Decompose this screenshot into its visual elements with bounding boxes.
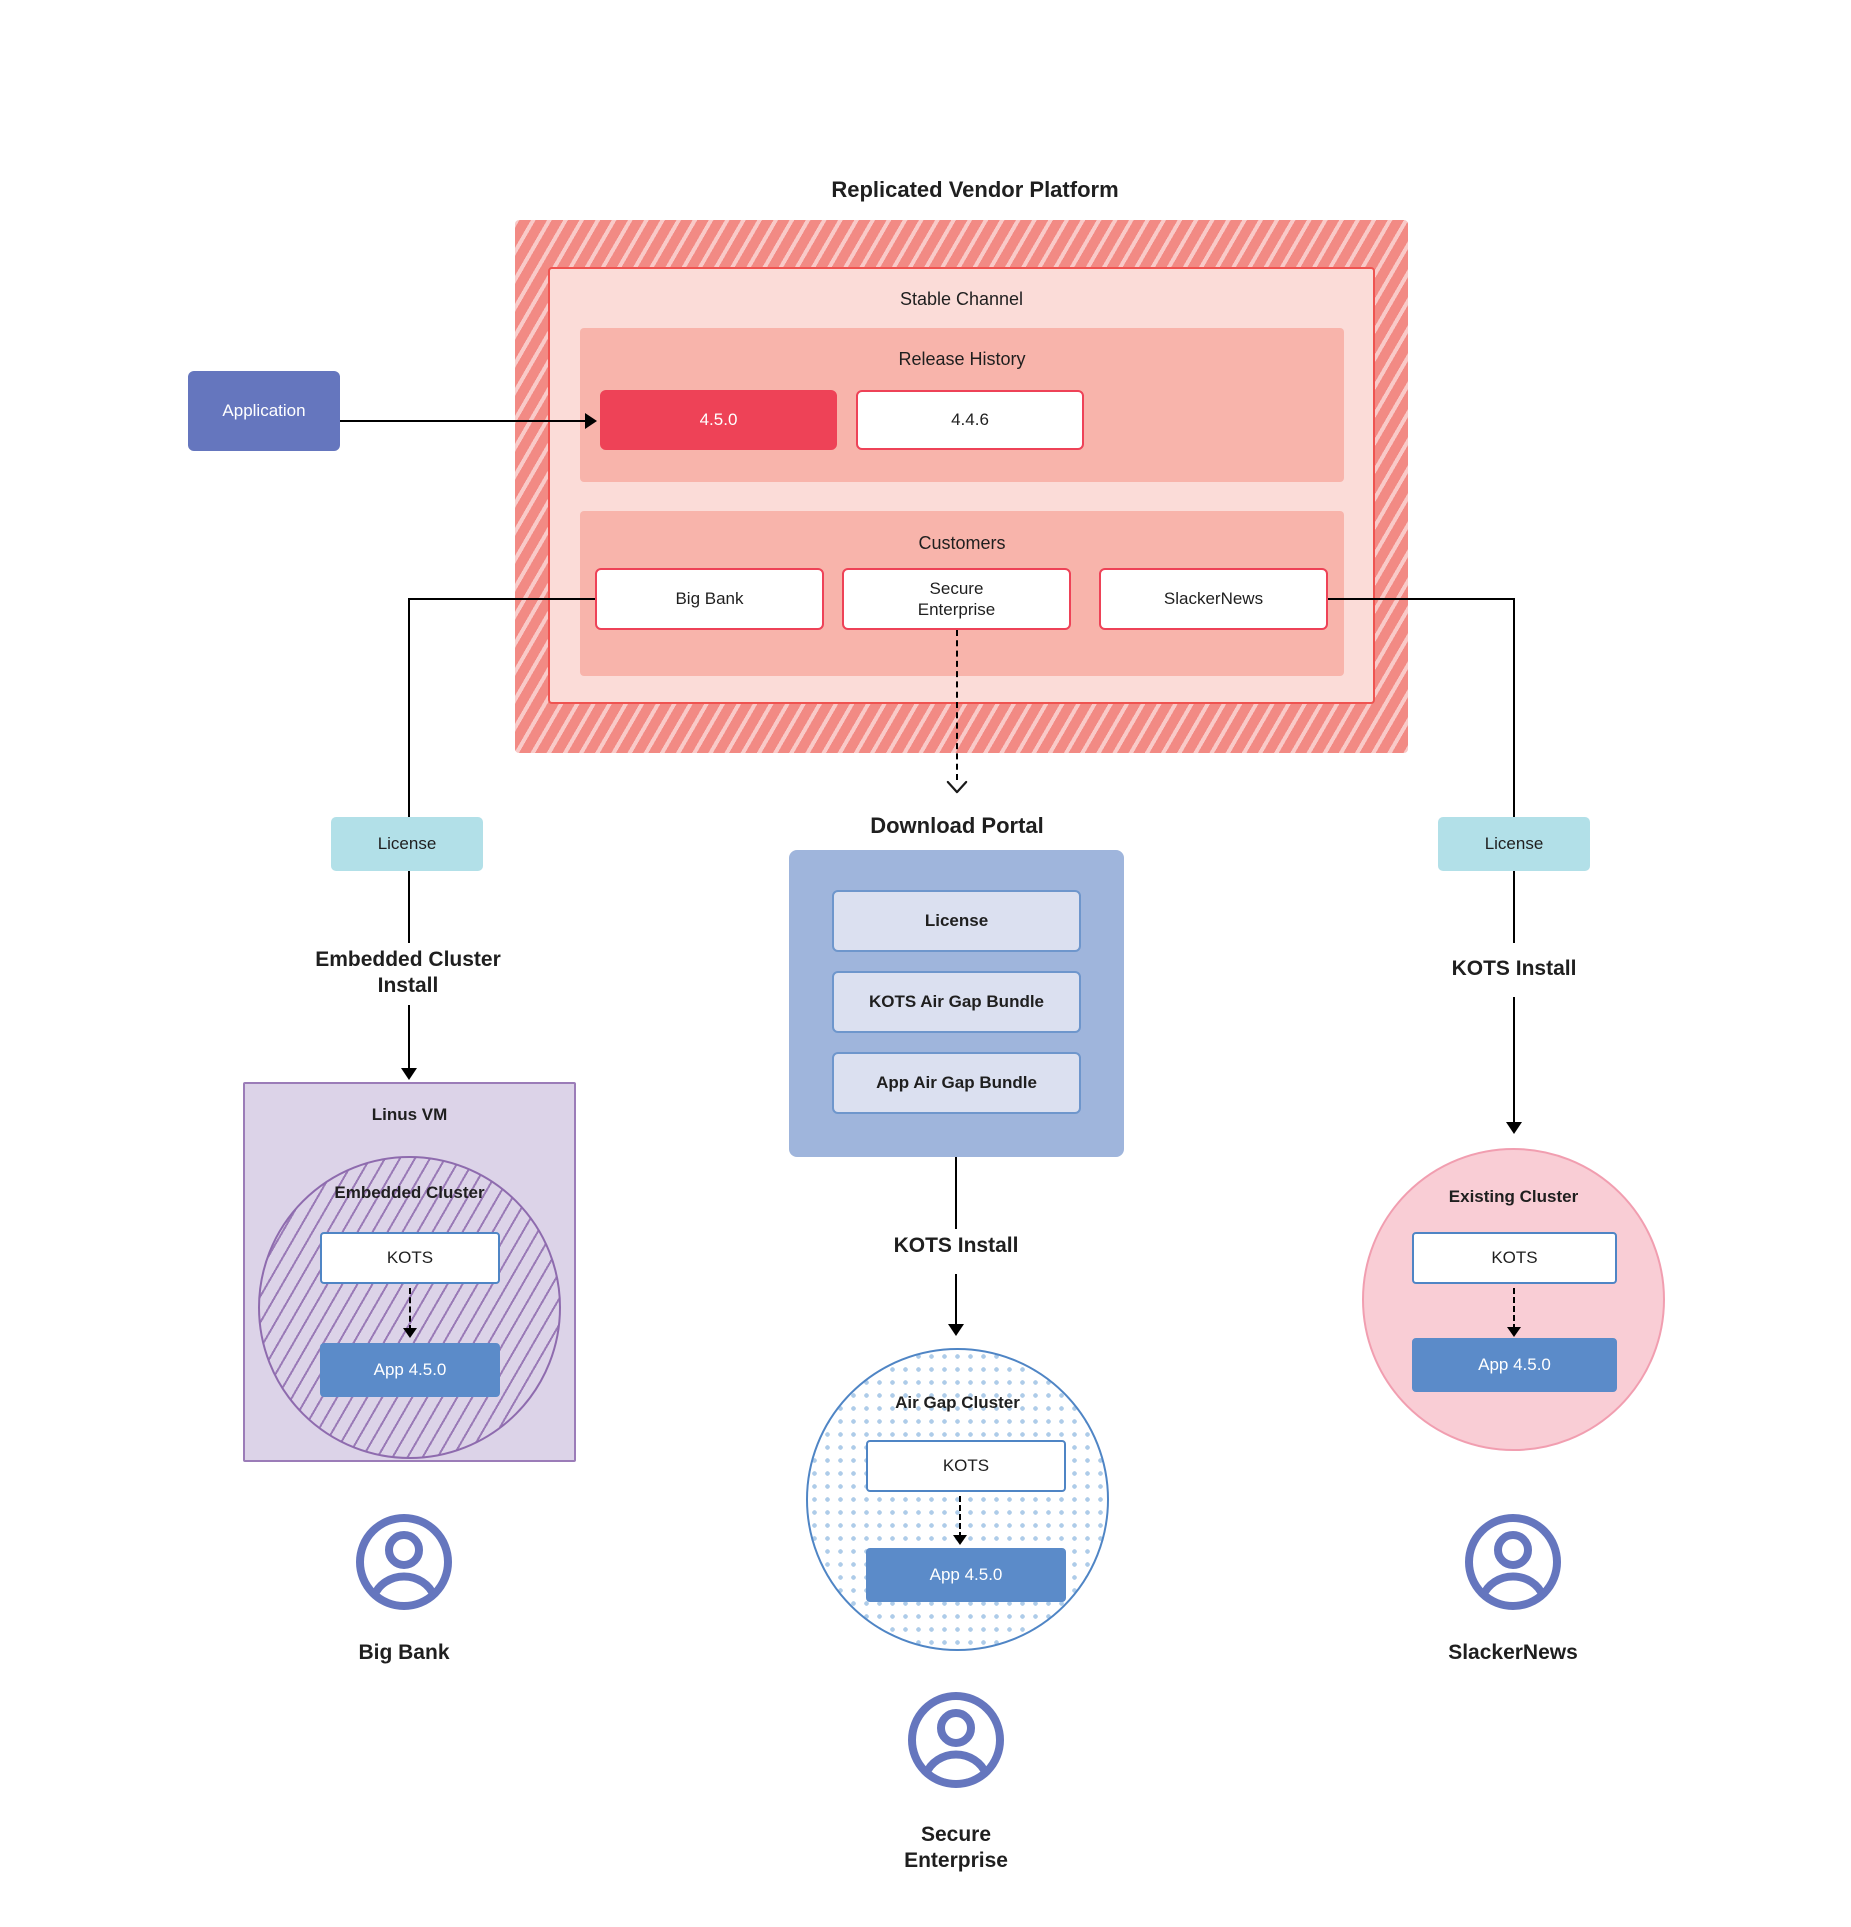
customer-name-label: Big Bank — [675, 589, 744, 609]
release-history-title: Release History — [898, 348, 1026, 369]
download-portal-title: Download Portal — [870, 813, 1044, 839]
existing-cluster-title: Existing Cluster — [1448, 1187, 1579, 1207]
diagram-title: Replicated Vendor Platform — [831, 177, 1119, 203]
application-box[interactable]: Application — [188, 371, 340, 451]
air-gap-cluster-app-box[interactable]: App 4.5.0 — [866, 1548, 1066, 1602]
slackernews-connector-horizontal — [1328, 598, 1515, 600]
portal-item-label: App Air Gap Bundle — [876, 1073, 1037, 1093]
install-to-airgap-arrowhead — [948, 1324, 964, 1336]
embedded-cluster-install-label: Embedded Cluster Install — [315, 947, 501, 997]
customers-title: Customers — [918, 532, 1006, 553]
kots-install-label-center: KOTS Install — [893, 1233, 1019, 1257]
customer-box-slackernews[interactable]: SlackerNews — [1099, 568, 1328, 630]
release-box-previous[interactable]: 4.4.6 — [856, 390, 1084, 450]
persona-label-big-bank: Big Bank — [358, 1640, 450, 1664]
stable-channel-title: Stable Channel — [899, 288, 1024, 309]
portal-item-app-air-gap-bundle[interactable]: App Air Gap Bundle — [832, 1052, 1081, 1114]
existing-cluster-kots-box[interactable]: KOTS — [1412, 1232, 1617, 1284]
application-label: Application — [222, 401, 306, 421]
license-chip-right[interactable]: License — [1438, 817, 1590, 871]
kots-to-app-connector-left — [409, 1288, 411, 1331]
linux-vm-title: Linus VM — [371, 1105, 448, 1125]
embedded-cluster-app-box[interactable]: App 4.5.0 — [320, 1343, 500, 1397]
release-version-label: 4.4.6 — [951, 410, 989, 430]
kots-to-app-connector-center — [959, 1496, 961, 1538]
embedded-cluster-kots-box[interactable]: KOTS — [320, 1232, 500, 1284]
license-to-install-connector-right — [1513, 871, 1515, 943]
embedded-cluster-title: Embedded Cluster — [334, 1183, 485, 1203]
portal-item-label: License — [924, 911, 989, 931]
license-label: License — [377, 834, 437, 854]
existing-cluster-app-box[interactable]: App 4.5.0 — [1412, 1338, 1617, 1392]
bigbank-connector-vertical — [408, 598, 410, 817]
install-to-existing-cluster-connector — [1513, 997, 1515, 1122]
kots-label: KOTS — [942, 1456, 990, 1476]
license-label: License — [1484, 834, 1544, 854]
air-gap-cluster-title: Air Gap Cluster — [895, 1393, 1020, 1413]
avatar-big-bank — [354, 1512, 454, 1612]
persona-label-slackernews: SlackerNews — [1448, 1640, 1578, 1664]
air-gap-cluster-kots-box[interactable]: KOTS — [866, 1440, 1066, 1492]
kots-to-app-arrowhead-right — [1507, 1327, 1521, 1337]
app-version-label: App 4.5.0 — [929, 1565, 1003, 1585]
customer-box-big-bank[interactable]: Big Bank — [595, 568, 824, 630]
kots-label: KOTS — [386, 1248, 434, 1268]
release-version-label: 4.5.0 — [699, 410, 738, 430]
customer-box-secure-enterprise[interactable]: Secure Enterprise — [842, 568, 1071, 630]
portal-to-install-connector — [955, 1157, 957, 1229]
kots-to-app-arrowhead-center — [953, 1535, 967, 1545]
avatar-secure-enterprise — [906, 1690, 1006, 1790]
portal-item-label: KOTS Air Gap Bundle — [868, 992, 1045, 1012]
persona-label-secure-enterprise: Secure Enterprise — [904, 1822, 1008, 1872]
avatar-slackernews — [1463, 1512, 1563, 1612]
customer-name-label: SlackerNews — [1163, 589, 1264, 609]
secure-enterprise-to-portal-connector — [956, 630, 958, 780]
license-chip-left[interactable]: License — [331, 817, 483, 871]
release-box-current[interactable]: 4.5.0 — [600, 390, 837, 450]
portal-chevron-down-icon — [936, 775, 978, 799]
install-to-existing-cluster-arrowhead — [1506, 1122, 1522, 1134]
install-to-vm-arrowhead — [401, 1068, 417, 1080]
kots-install-label-right: KOTS Install — [1451, 956, 1577, 980]
app-version-label: App 4.5.0 — [1478, 1355, 1551, 1375]
license-to-install-connector-left — [408, 871, 410, 943]
kots-to-app-connector-right — [1513, 1288, 1515, 1330]
slackernews-connector-vertical — [1513, 598, 1515, 817]
kots-to-app-arrowhead-left — [403, 1328, 417, 1338]
portal-item-license[interactable]: License — [832, 890, 1081, 952]
app-version-label: App 4.5.0 — [373, 1360, 447, 1380]
install-to-vm-connector — [408, 1005, 410, 1068]
application-to-release-arrowhead — [585, 413, 597, 429]
portal-item-kots-air-gap-bundle[interactable]: KOTS Air Gap Bundle — [832, 971, 1081, 1033]
application-to-release-connector — [340, 420, 585, 422]
kots-label: KOTS — [1491, 1248, 1538, 1268]
customer-name-label: Secure Enterprise — [917, 578, 996, 619]
bigbank-connector-horizontal — [408, 598, 595, 600]
install-to-airgap-connector — [955, 1274, 957, 1324]
embedded-cluster-circle — [258, 1156, 561, 1459]
